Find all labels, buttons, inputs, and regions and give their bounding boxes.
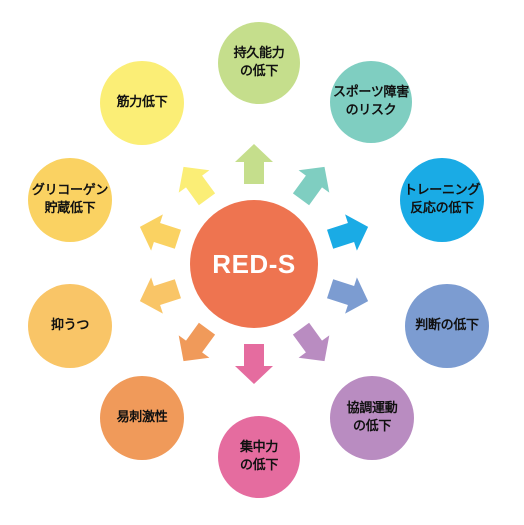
arrow-endurance [235,144,273,184]
arrow-concentration [235,344,273,384]
arrow-irritability [178,322,216,362]
center-circle: RED-S [190,200,318,328]
node-label-irritability: 易刺激性 [116,410,168,425]
node-label-training: トレーニング 反応の低下 [403,183,481,216]
node-label-depression: 抑うつ [50,318,90,333]
arrow-training [327,214,369,251]
node-training: トレーニング 反応の低下 [400,158,484,242]
node-endurance: 持久能力 の低下 [218,22,300,104]
node-label-glycogen: グリコーゲン 貯蔵低下 [31,183,109,216]
node-judgment: 判断の低下 [405,284,489,368]
arrow-depression [139,277,181,314]
node-label-judgment: 判断の低下 [415,318,479,333]
arrow-strength [178,166,216,206]
node-label-strength: 筋力低下 [116,95,168,110]
arrow-sports-injury [292,166,330,206]
center-label: RED-S [212,248,296,279]
node-strength: 筋力低下 [100,61,184,145]
node-label-coordination: 協調運動 の低下 [346,401,398,434]
node-label-endurance: 持久能力 の低下 [233,46,285,79]
node-label-concentration: 集中力 の低下 [239,440,279,473]
node-concentration: 集中力 の低下 [218,416,300,498]
node-depression: 抑うつ [28,284,112,368]
node-glycogen: グリコーゲン 貯蔵低下 [28,158,112,242]
node-coordination: 協調運動 の低下 [330,376,414,460]
node-label-sports-injury: スポーツ障害 のリスク [333,85,409,118]
arrow-coordination [292,322,330,362]
node-sports-injury: スポーツ障害 のリスク [330,61,412,143]
arrow-glycogen [139,214,181,251]
node-irritability: 易刺激性 [100,376,184,460]
arrow-judgment [327,277,369,314]
